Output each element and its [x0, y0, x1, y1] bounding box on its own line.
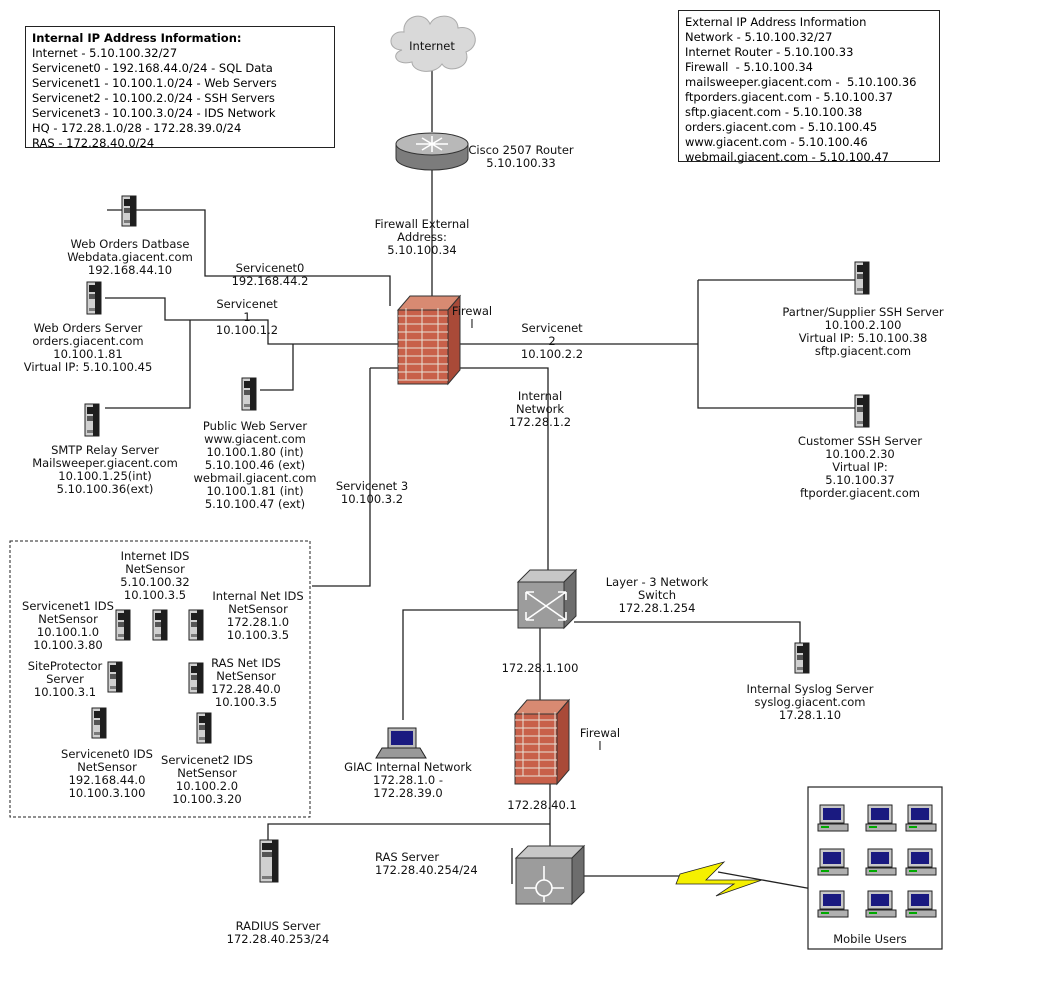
server-icon: [121, 195, 137, 227]
web-orders-database-label: Web Orders Datbase Webdata.giacent.com 1…: [67, 237, 193, 277]
external-ip-row: ftporders.giacent.com - 5.10.100.37: [685, 90, 893, 104]
server-icon: [152, 609, 168, 641]
internal-network-label: Internal Network 172.28.1.2: [508, 389, 572, 429]
external-ip-row: mailsweeper.giacent.com - 5.10.100.36: [685, 75, 917, 89]
external-ip-row: sftp.giacent.com - 5.10.100.38: [685, 105, 863, 119]
customer-ssh-link: [697, 280, 855, 409]
external-ip-row: orders.giacent.com - 5.10.100.45: [685, 120, 878, 134]
radius-server-label: RADIUS Server 172.28.40.253/24: [226, 919, 330, 946]
giac-internal-link: [402, 609, 518, 720]
internal-ip-row: RAS - 172.28.40.0/24: [32, 136, 155, 150]
workstation-icon: [817, 890, 849, 918]
layer3-switch-label: Layer - 3 Network Switch 172.28.1.254: [605, 575, 709, 615]
server-icon: [86, 281, 102, 315]
server-icon: [91, 707, 107, 739]
cloud-icon: [390, 15, 476, 72]
internal-network-link: [460, 367, 549, 570]
server-icon: [196, 712, 212, 744]
internal-ip-row: Servicenet3 - 10.100.3.0/24 - IDS Networ…: [32, 106, 276, 120]
firewall-icon: [396, 294, 462, 386]
public-web-server-label: Public Web Server www.giacent.com 10.100…: [193, 419, 317, 511]
firewall-external-label: Firewall External Address: 5.10.100.34: [374, 217, 470, 257]
workstation-icon: [865, 890, 897, 918]
internal-ip-info-title: Internal IP Address Information:: [32, 31, 242, 45]
internal-syslog-server-label: Internal Syslog Server syslog.giacent.co…: [746, 682, 874, 722]
servicenet2-ids-label: Servicenet2 IDS NetSensor 10.100.2.0 10.…: [161, 753, 253, 806]
external-ip-row: webmail.giacent.com - 5.10.100.47: [685, 150, 889, 164]
external-ip-info-box: External IP Address Information Network …: [678, 10, 940, 164]
server-icon: [188, 662, 204, 694]
internet-ids-label: Internet IDS NetSensor 5.10.100.32 10.10…: [120, 549, 190, 602]
internal-ip-row: Servicenet1 - 10.100.1.0/24 - Web Server…: [32, 76, 277, 90]
servicenet1-label: Servicenet 1 10.100.1.2: [215, 297, 279, 337]
ids-network-box: [9, 540, 311, 818]
external-ip-row: Network - 5.10.100.32/27: [685, 30, 833, 44]
ras-server-label: RAS Server 172.28.40.254/24: [375, 850, 478, 877]
switch-ip-label: 172.28.1.100: [501, 661, 579, 675]
server-icon: [241, 377, 257, 411]
servicenet0-link: [107, 209, 391, 306]
laptop-icon: [375, 727, 427, 759]
ras-net-ids-label: RAS Net IDS NetSensor 172.28.40.0 10.100…: [211, 656, 281, 709]
giac-internal-network-label: GIAC Internal Network 172.28.1.0 - 172.2…: [344, 760, 472, 800]
workstation-icon: [817, 848, 849, 876]
server-icon: [794, 642, 810, 674]
switch-icon: [516, 568, 578, 630]
firewall-label: Firewal l: [579, 726, 621, 753]
lightning-bolt-icon: [675, 861, 763, 897]
server-icon: [188, 609, 204, 641]
external-ip-row: Internet Router - 5.10.100.33: [685, 45, 854, 59]
external-ip-row: www.giacent.com - 5.10.100.46: [685, 135, 868, 149]
server-icon: [854, 394, 870, 428]
web-orders-link: [105, 297, 190, 321]
ras-wireless-right: [717, 871, 819, 891]
internal-ip-row: Servicenet0 - 192.168.44.0/24 - SQL Data: [32, 61, 273, 75]
public-web-link: [260, 344, 294, 391]
mobile-users-label: Mobile Users: [833, 932, 907, 946]
workstation-icon: [905, 890, 937, 918]
workstation-icon: [865, 804, 897, 832]
firewall-icon: [513, 698, 571, 786]
server-icon: [854, 261, 870, 295]
internal-ip-row: HQ - 172.28.1.0/28 - 172.28.39.0/24: [32, 121, 242, 135]
smtp-link: [105, 320, 191, 409]
external-ip-info-title: External IP Address Information: [685, 15, 867, 29]
internal-ip-info-box: Internal IP Address Information: Interne…: [25, 26, 335, 150]
servicenet3-link: [312, 368, 371, 587]
router-label: Cisco 2507 Router 5.10.100.33: [468, 143, 574, 170]
siteprotector-label: SiteProtector Server 10.100.3.1: [27, 659, 103, 699]
internet-label: Internet: [409, 39, 455, 53]
workstation-icon: [865, 848, 897, 876]
server-icon: [107, 661, 123, 693]
router-icon: [395, 132, 469, 171]
firewall-label: Firewal l: [451, 304, 493, 331]
internal-ip-row: Internet - 5.10.100.32/27: [32, 46, 178, 60]
server-icon: [115, 609, 131, 641]
servicenet3-label: Servicenet 3 10.100.3.2: [335, 479, 409, 506]
customer-ssh-server-label: Customer SSH Server 10.100.2.30 Virtual …: [797, 434, 923, 500]
internal-ip-row: Servicenet2 - 10.100.2.0/24 - SSH Server…: [32, 91, 275, 105]
workstation-icon: [905, 804, 937, 832]
web-orders-server-label: Web Orders Server orders.giacent.com 10.…: [23, 321, 153, 374]
servicenet0-label: Servicenet0 192.168.44.2: [231, 261, 309, 288]
syslog-link: [574, 621, 801, 648]
servicenet0-ids-label: Servicenet0 IDS NetSensor 192.168.44.0 1…: [61, 747, 153, 800]
server-icon: [259, 839, 279, 883]
internal-net-ids-label: Internal Net IDS NetSensor 172.28.1.0 10…: [212, 589, 304, 642]
switch-icon: [514, 844, 586, 906]
partner-ssh-server-label: Partner/Supplier SSH Server 10.100.2.100…: [782, 305, 944, 358]
workstation-icon: [817, 804, 849, 832]
server-icon: [84, 403, 100, 437]
servicenet2-label: Servicenet 2 10.100.2.2: [520, 321, 584, 361]
firewall-internal-ip-label: 172.28.40.1: [507, 798, 577, 812]
servicenet1-ids-label: Servicenet1 IDS NetSensor 10.100.1.0 10.…: [22, 599, 114, 652]
radius-link: [267, 823, 550, 840]
smtp-relay-server-label: SMTP Relay Server Mailsweeper.giacent.co…: [32, 443, 178, 496]
workstation-icon: [905, 848, 937, 876]
servicenet1-link: [190, 319, 398, 345]
external-ip-row: Firewall - 5.10.100.34: [685, 60, 813, 74]
